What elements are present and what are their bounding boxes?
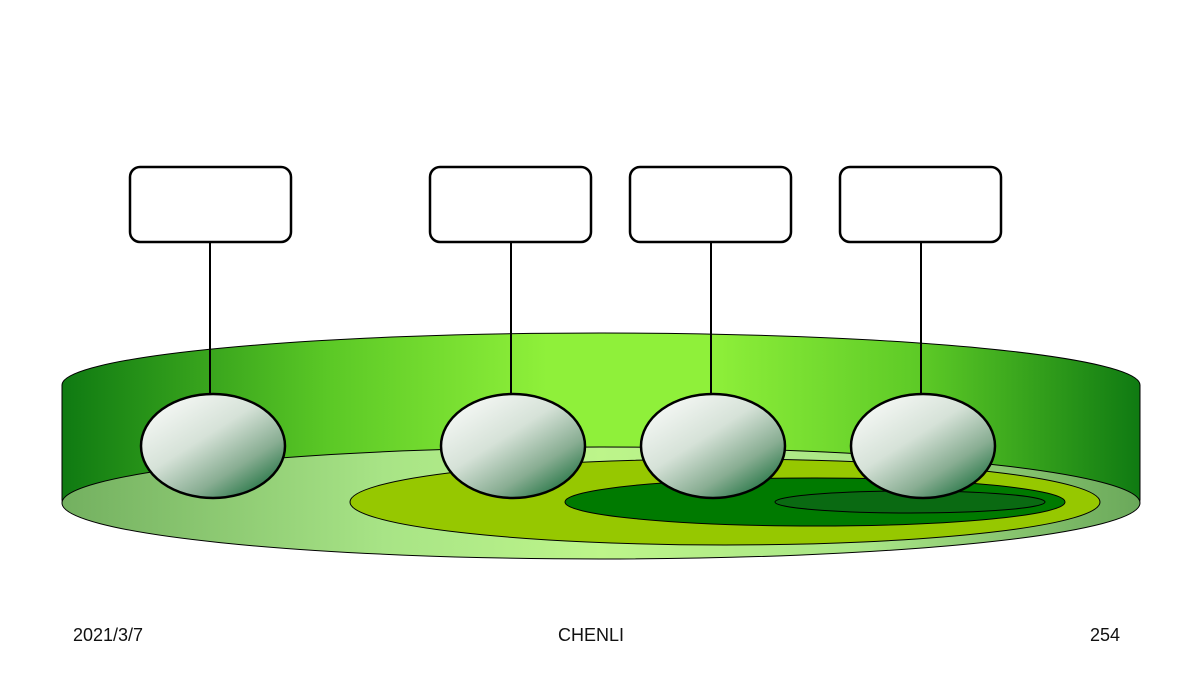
oval-node-4 [849,392,997,500]
footer-date: 2021/3/7 [73,625,144,645]
label-box-4 [838,165,1003,244]
oval-nodes [139,392,997,500]
connector-lines [209,241,922,395]
label-boxes [128,165,1003,244]
oval-node-3 [639,392,787,500]
label-box-1 [128,165,293,244]
label-box-2 [428,165,593,244]
footer-author: CHENLI [558,625,625,645]
label-box-3 [628,165,793,244]
oval-node-2 [439,392,587,500]
footer-page-number: 254 [1090,625,1121,645]
oval-node-1 [139,392,287,500]
